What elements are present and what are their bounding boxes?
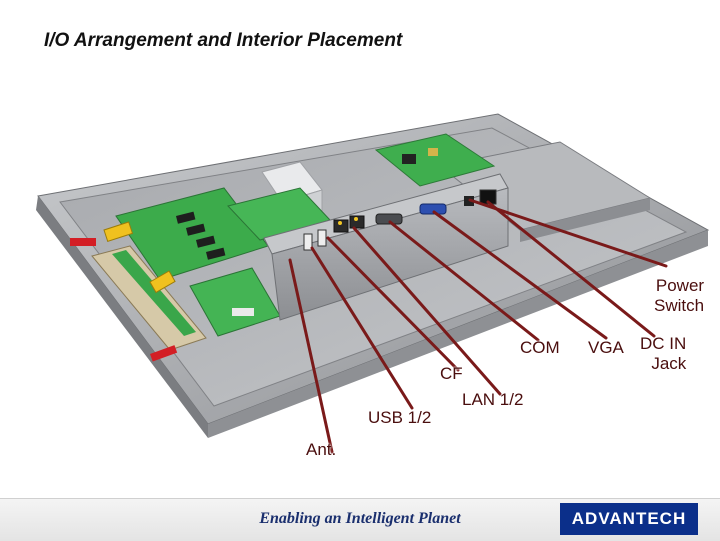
io-bracket [263, 173, 509, 321]
label-dc-in-line1: DC IN [640, 334, 687, 353]
device-interior-figure [36, 113, 710, 454]
label-ant: Ant. [306, 440, 337, 459]
top-pcb [374, 133, 496, 187]
line-dc-in [486, 200, 656, 338]
line-usb [310, 246, 414, 410]
brand-logo-text: ADVANTECH [571, 509, 687, 528]
label-dc-in: DC IN Jack [640, 334, 686, 374]
callout-lines [288, 198, 668, 454]
brand-logo: ADVANTECH [560, 503, 698, 535]
label-power-switch-line2: Switch [654, 296, 705, 315]
label-vga: VGA [588, 338, 624, 357]
footer-tagline: Enabling an Intelligent Planet [259, 510, 461, 527]
slide-title: I/O Arrangement and Interior Placement [44, 30, 403, 51]
line-cf [326, 236, 460, 372]
riser-board [91, 245, 207, 351]
line-ant [288, 258, 334, 454]
line-lan [352, 226, 502, 396]
label-dc-in-line2: Jack [651, 354, 687, 373]
line-com [388, 220, 540, 342]
label-power-switch-line1: Power [655, 276, 705, 295]
line-power-switch [468, 198, 668, 268]
label-com: COM [520, 338, 560, 357]
line-vga [432, 210, 608, 340]
red-cables [70, 238, 178, 362]
label-lan: LAN 1/2 [462, 390, 524, 409]
label-power-switch: Power Switch [654, 276, 704, 316]
label-cf: CF [440, 364, 463, 383]
label-usb: USB 1/2 [368, 408, 432, 427]
